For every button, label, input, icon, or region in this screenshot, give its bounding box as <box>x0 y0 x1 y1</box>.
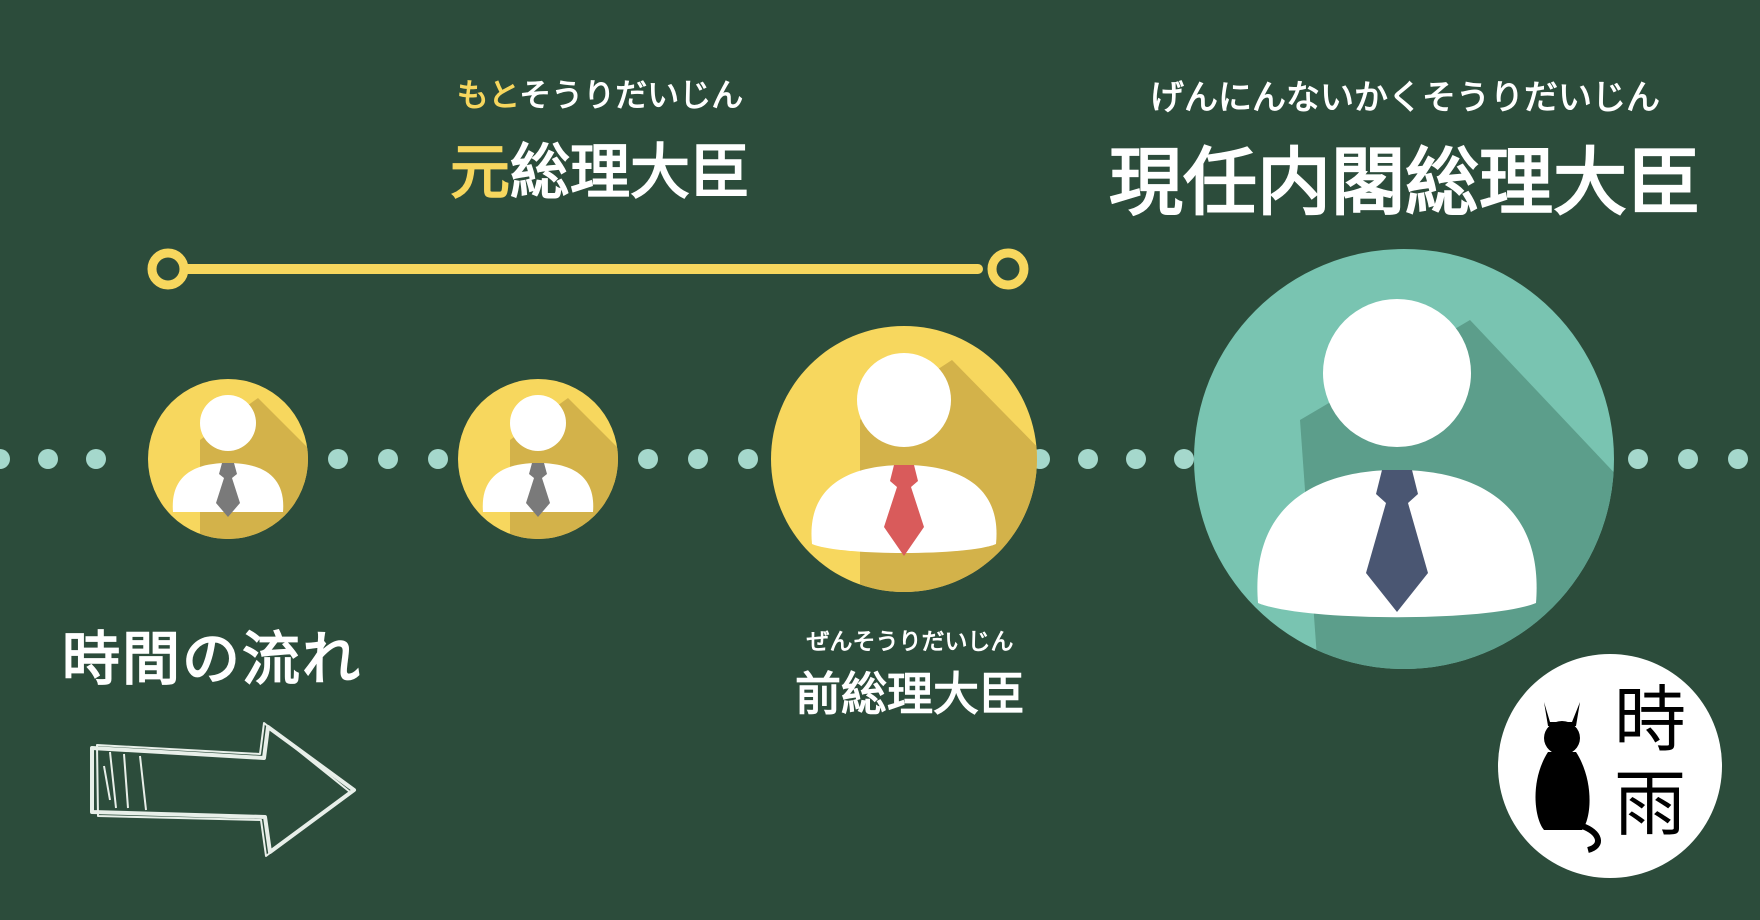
shigure-logo <box>1498 654 1722 878</box>
logo-char-top: 時 <box>1614 678 1687 762</box>
former-pm-avatar-1 <box>148 379 308 539</box>
former-range-bracket <box>147 248 1029 290</box>
logo-char-bottom: 雨 <box>1614 762 1687 846</box>
shigure-logo-text: 時 雨 <box>1496 656 1718 878</box>
current-pm-avatar <box>1194 249 1614 669</box>
time-flow-label: 時間の流れ <box>62 625 363 693</box>
former-pm-ruby: もとそうりだいじん <box>430 70 770 116</box>
former-pm-avatar-2 <box>458 379 618 539</box>
gray-tie-icon <box>526 463 550 517</box>
previous-pm-title: 前総理大臣 <box>795 667 1025 721</box>
navy-tie-icon <box>1366 470 1428 612</box>
former-ruby-rest: そうりだいじん <box>519 76 744 114</box>
current-pm-ruby: げんにんないかくそうりだいじん <box>1150 78 1660 118</box>
former-title-rest: 総理大臣 <box>510 138 750 208</box>
current-pm-label: げんにんないかくそうりだいじん 現任内閣総理大臣 <box>1060 70 1750 230</box>
former-title-highlight: 元 <box>450 138 510 208</box>
red-tie-icon <box>884 465 924 556</box>
cat-silhouette-icon <box>1535 702 1601 853</box>
previous-pm-ruby: ぜんそうりだいじん <box>806 629 1014 655</box>
former-ruby-highlight: もと <box>456 76 520 114</box>
former-pm-label: もとそうりだいじん 元総理大臣 <box>430 70 770 211</box>
previous-pm-avatar <box>771 326 1037 592</box>
time-flow-arrow-icon <box>90 722 356 857</box>
previous-pm-label: ぜんそうりだいじん 前総理大臣 <box>770 622 1050 724</box>
gray-tie-icon <box>216 463 240 517</box>
current-pm-title: 現任内閣総理大臣 <box>1109 140 1701 226</box>
former-pm-title: 元総理大臣 <box>430 124 770 211</box>
timeline-dots <box>0 449 1748 469</box>
